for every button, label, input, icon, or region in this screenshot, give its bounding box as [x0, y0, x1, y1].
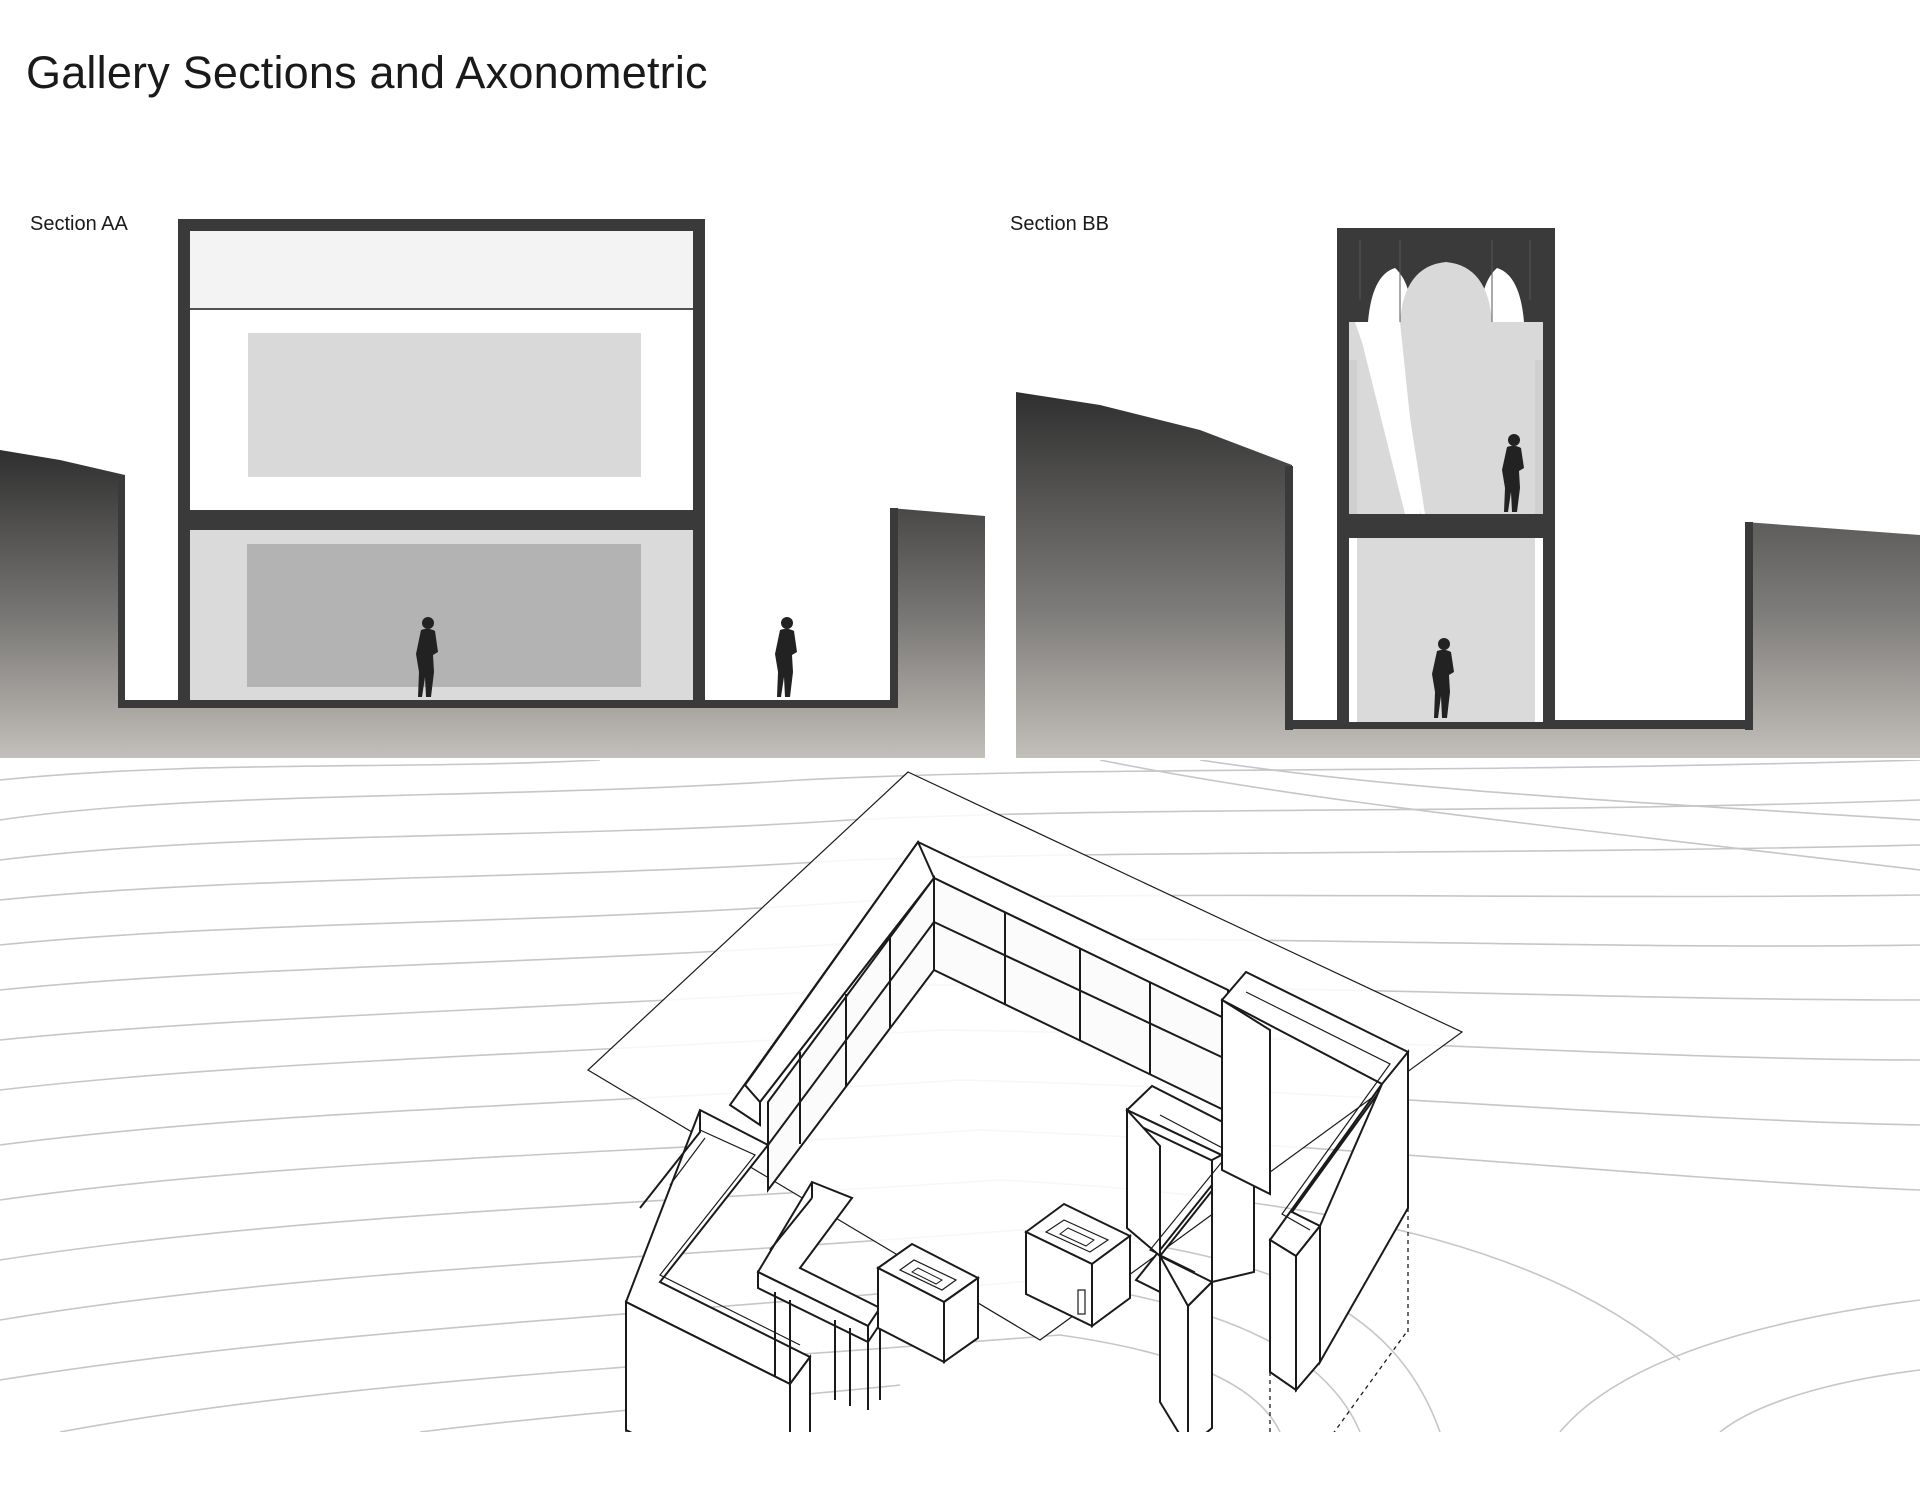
- page-title: Gallery Sections and Axonometric: [26, 47, 708, 98]
- bb-roof: [1337, 228, 1555, 240]
- aa-outer-wall-right: [693, 219, 705, 702]
- section-bb-label: Section BB: [1010, 213, 1109, 235]
- small-pavilion-left: [876, 1242, 980, 1364]
- elevated-walkway: [756, 1180, 882, 1410]
- aa-person-outside: [775, 617, 797, 697]
- aa-floor-slab: [190, 510, 693, 530]
- aa-lower-artwork: [247, 544, 641, 687]
- aa-terrain: [0, 450, 985, 758]
- axonometric-drawing: [0, 760, 1920, 1432]
- bb-person-lower: [1432, 638, 1454, 718]
- bb-person-upper: [1502, 434, 1524, 512]
- main-l-building: [728, 839, 1229, 1193]
- right-tower: [1220, 970, 1410, 1393]
- bb-wall-right: [1543, 228, 1555, 722]
- aa-upper-artwork: [248, 333, 641, 477]
- section-aa-label: Section AA: [30, 213, 128, 235]
- aa-person-inside: [416, 617, 438, 697]
- aa-roof: [178, 219, 705, 231]
- left-wing: [624, 1108, 812, 1432]
- bb-terrain: [1016, 392, 1920, 758]
- bb-floor-slab: [1349, 514, 1543, 538]
- section-aa-drawing: [0, 219, 1920, 758]
- bb-wall-left: [1337, 228, 1349, 722]
- small-pavilion-center: [1024, 1202, 1132, 1328]
- aa-outer-wall-left: [178, 219, 190, 702]
